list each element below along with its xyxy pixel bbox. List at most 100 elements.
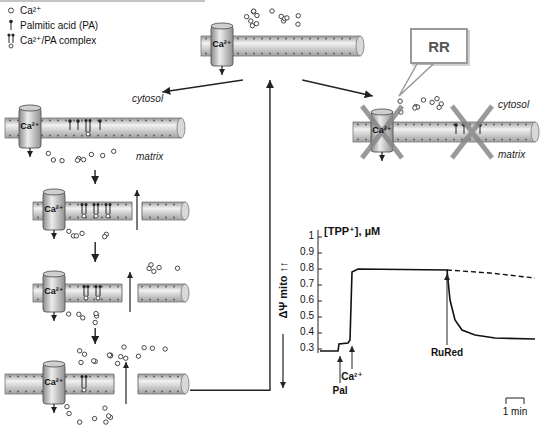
axis-tick xyxy=(318,253,322,254)
surface-charge xyxy=(105,120,107,122)
node-label: RR xyxy=(428,39,450,54)
calcium-uniporter xyxy=(371,109,393,115)
calcium-ion xyxy=(118,354,122,358)
calcium-ion xyxy=(65,404,113,424)
surface-charge xyxy=(125,204,127,206)
axis-caption: ΔΨ mito ↑↑ xyxy=(278,261,289,318)
calcium-ion xyxy=(82,352,86,356)
calcium-ion xyxy=(91,359,95,363)
calcium-ion xyxy=(66,311,98,324)
surface-charge xyxy=(141,299,143,301)
complex-symbol xyxy=(96,296,100,300)
calcium-uniporter xyxy=(53,230,54,239)
calcium-ion xyxy=(80,231,84,235)
axis-tick xyxy=(318,237,322,238)
surface-charge xyxy=(125,217,127,219)
flow-arrow xyxy=(94,328,95,344)
calcium-ion xyxy=(255,13,259,17)
surface-charge xyxy=(149,204,151,206)
flow-arrow xyxy=(94,170,96,184)
surface-charge xyxy=(173,204,175,206)
surface-charge xyxy=(77,299,79,301)
surface-charge xyxy=(101,217,103,219)
addition-label: RuRed xyxy=(431,348,463,358)
addition-arrow xyxy=(352,346,353,369)
surface-charge xyxy=(365,124,367,126)
control-trace xyxy=(447,270,535,278)
palmitate-symbol xyxy=(9,20,13,30)
surface-charge xyxy=(437,124,439,126)
surface-charge xyxy=(501,139,503,141)
surface-charge xyxy=(33,391,35,393)
calcium-uniporter xyxy=(29,148,30,157)
complex-symbol xyxy=(106,205,107,214)
callout-box: RR xyxy=(410,28,468,64)
surface-charge xyxy=(69,217,71,219)
palmitate-symbol xyxy=(11,23,12,30)
palmitate-symbol xyxy=(68,119,72,130)
surface-charge xyxy=(9,391,11,393)
calcium-ion xyxy=(67,411,71,415)
surface-charge xyxy=(145,376,147,378)
surface-charge xyxy=(325,38,327,40)
membrane-band xyxy=(356,36,364,56)
surface-charge xyxy=(205,53,207,55)
surface-charge xyxy=(113,135,115,137)
surface-charge xyxy=(149,217,151,219)
calcium-ion xyxy=(112,149,116,153)
surface-charge xyxy=(245,38,247,40)
y-axis xyxy=(318,230,319,353)
legend-row: Ca²⁺/PA complex xyxy=(20,33,96,48)
calcium-ion xyxy=(254,21,258,25)
surface-charge xyxy=(73,376,75,378)
surface-charge xyxy=(105,135,107,137)
surface-charge xyxy=(309,38,311,40)
surface-charge xyxy=(525,139,527,141)
surface-charge xyxy=(25,391,27,393)
tpp-trace-chart xyxy=(283,230,535,404)
calcium-ion xyxy=(93,320,97,324)
surface-charge xyxy=(493,139,495,141)
surface-charge xyxy=(165,286,167,288)
surface-charge xyxy=(73,120,75,122)
membrane-diagram: Ca²⁺ xyxy=(32,184,190,242)
surface-charge xyxy=(397,124,399,126)
surface-charge xyxy=(153,391,155,393)
surface-charge xyxy=(117,299,119,301)
surface-charge xyxy=(137,135,139,137)
surface-charge xyxy=(49,120,51,122)
surface-charge xyxy=(285,53,287,55)
surface-charge xyxy=(113,120,115,122)
calcium-ion xyxy=(150,346,154,350)
surface-charge xyxy=(437,139,439,141)
membrane-pore xyxy=(114,362,138,404)
surface-charge xyxy=(105,391,107,393)
tick-label: 0.8 xyxy=(300,263,314,273)
surface-charge xyxy=(17,391,19,393)
complex-symbol xyxy=(84,296,88,300)
surface-charge xyxy=(261,53,263,55)
palmitate-symbol xyxy=(9,20,13,24)
surface-charge xyxy=(177,391,179,393)
surface-charge xyxy=(9,376,11,378)
surface-charge xyxy=(253,53,255,55)
axis-tick xyxy=(318,269,322,270)
surface-charge xyxy=(149,286,151,288)
axis-tick xyxy=(318,317,322,318)
calcium-uniporter xyxy=(43,361,65,413)
calcium-ion xyxy=(104,420,108,424)
surface-charge xyxy=(405,139,407,141)
surface-charge xyxy=(517,139,519,141)
surface-charge xyxy=(485,139,487,141)
flow-arrow xyxy=(162,80,243,92)
complex-symbol xyxy=(7,33,14,48)
surface-charge xyxy=(105,376,107,378)
complex-symbol xyxy=(110,205,111,214)
calcium-uniporter xyxy=(53,312,54,321)
calcium-uniporter xyxy=(211,26,233,66)
surface-charge xyxy=(101,299,103,301)
surface-charge xyxy=(413,139,415,141)
complex-symbol xyxy=(81,203,88,218)
channel-label: Ca²⁺ xyxy=(44,287,63,296)
